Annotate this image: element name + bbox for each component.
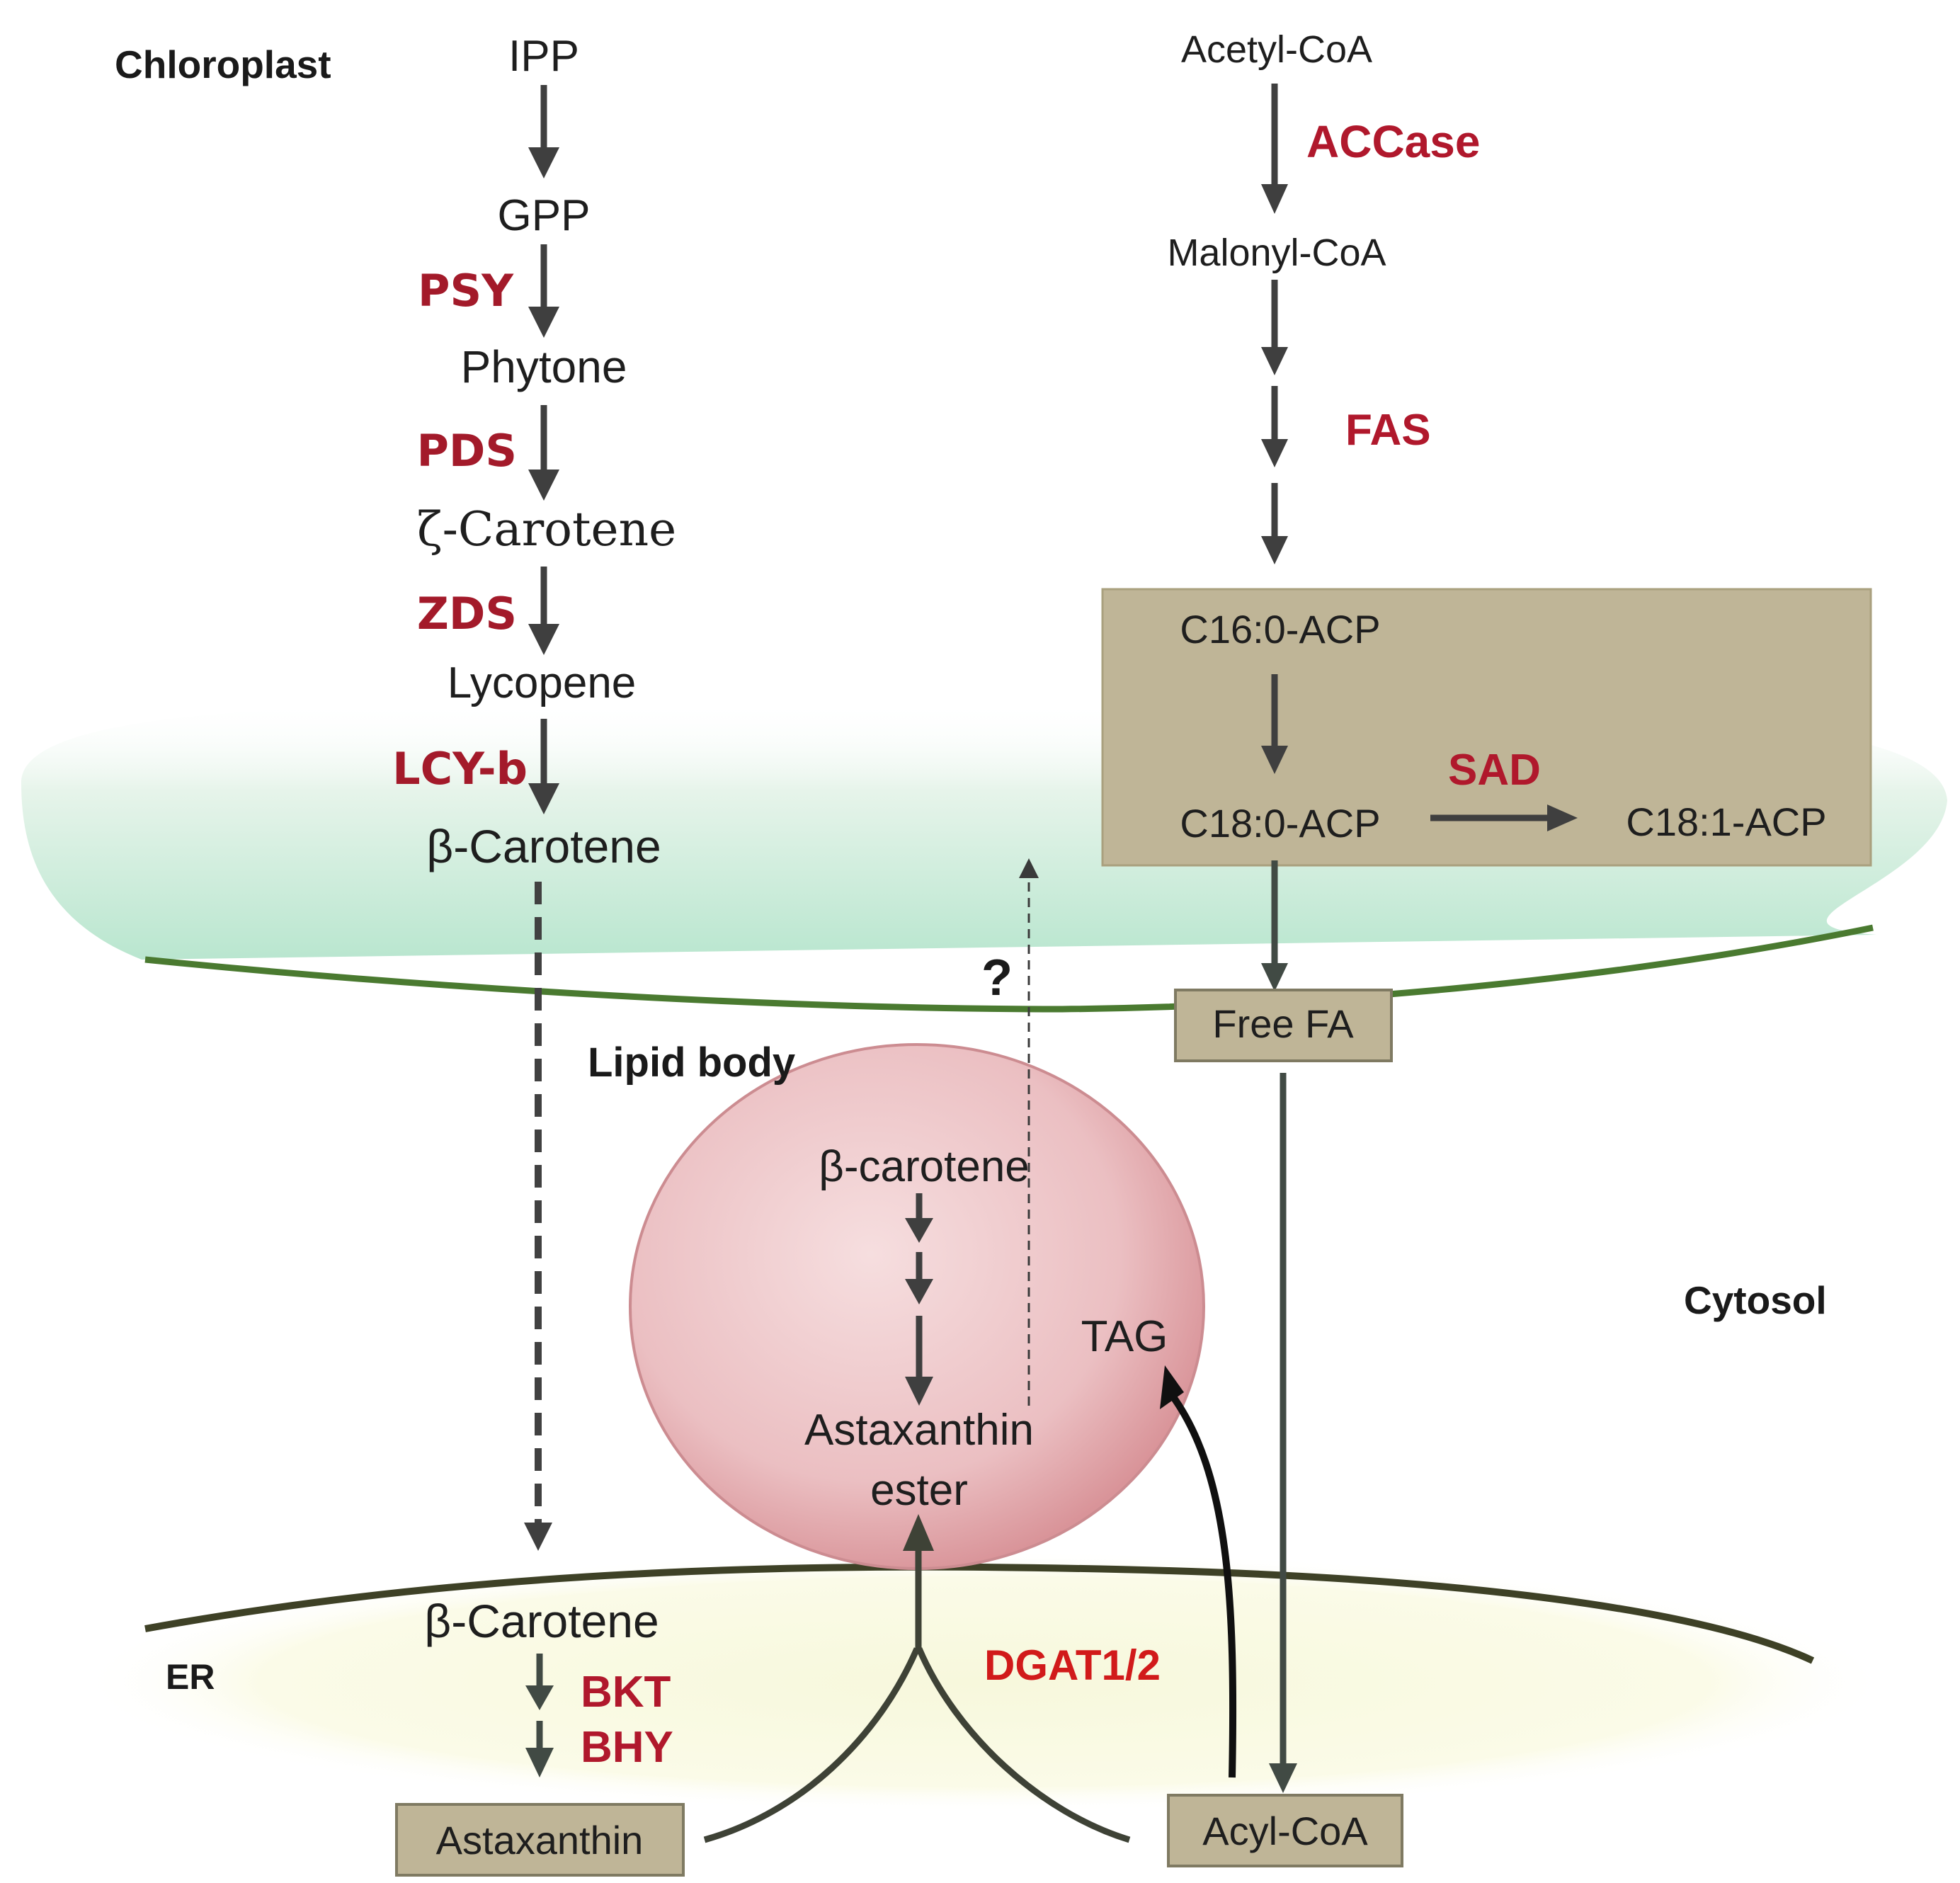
lycopene-to-beta-carotene-arrow xyxy=(528,719,559,814)
astaxanthin-label: Astaxanthin xyxy=(436,1818,644,1862)
gpp-label: GPP xyxy=(498,191,591,240)
chloroplast-membrane xyxy=(144,924,1874,1013)
bkt-enzyme-label: BKT xyxy=(581,1668,671,1717)
zeta-carotene-label: ζ-Carotene xyxy=(417,502,676,557)
unknown-transport-question-mark: ? xyxy=(981,950,1013,1006)
phytone-label: Phytone xyxy=(461,341,627,392)
bhy-enzyme-label: BHY xyxy=(581,1723,673,1772)
free-fa-to-acyl-coa-arrow xyxy=(1269,1073,1297,1793)
ipp-label: IPP xyxy=(508,32,579,81)
er-astaxanthin-synthesis: β-Carotene BKT BHY Astaxanthin xyxy=(395,1595,685,1877)
acyl-coa-label: Acyl-CoA xyxy=(1202,1809,1368,1853)
c18-acp-label: C18:0-ACP xyxy=(1180,801,1380,846)
dgat-esterification-connector xyxy=(703,1514,1131,1843)
lipid-beta-carotene-label: β-carotene xyxy=(819,1142,1030,1191)
fas-step-1-arrow xyxy=(1261,280,1288,375)
lcy-b-enzyme-label: LCY-b xyxy=(392,743,528,795)
dgat-enzyme-label: DGAT1/2 xyxy=(984,1642,1161,1689)
beta-carotene-export-dashed-arrow xyxy=(524,882,552,1551)
er-label: ER xyxy=(166,1657,215,1697)
acetyl-coa-to-malonyl-coa-arrow xyxy=(1261,84,1288,214)
sad-enzyme-label: SAD xyxy=(1448,746,1541,795)
lipid-step-3-arrow xyxy=(905,1316,933,1406)
fas-step-3-arrow xyxy=(1261,483,1288,564)
free-fa-label: Free FA xyxy=(1212,1001,1354,1046)
c18-to-c18-1-arrow xyxy=(1430,804,1578,831)
unknown-transport-dashed-arrow xyxy=(1019,858,1039,1406)
astaxanthin-ester-line2-label: ester xyxy=(870,1466,968,1515)
astaxanthin-ester-line1-label: Astaxanthin xyxy=(804,1406,1034,1455)
accase-enzyme-label: ACCase xyxy=(1306,116,1480,167)
ipp-to-gpp-arrow xyxy=(528,85,559,178)
er-lumen-region xyxy=(78,1551,1891,1813)
phytone-to-zeta-carotene-arrow xyxy=(528,405,559,501)
lipid-body-contents: β-carotene Astaxanthin ester TAG xyxy=(804,1142,1168,1515)
lipid-step-2-arrow xyxy=(905,1252,933,1304)
zds-enzyme-label: ZDS xyxy=(417,588,517,639)
bhy-to-astaxanthin-arrow xyxy=(525,1721,554,1777)
carotenoid-pathway: IPP GPP Phytone ζ-Carotene Lycopene β-Ca… xyxy=(392,32,676,1551)
lycopene-label: Lycopene xyxy=(448,659,637,707)
beta-carotene-er-label: β-Carotene xyxy=(424,1595,659,1647)
free-fa-box xyxy=(1174,989,1393,1062)
pds-enzyme-label: PDS xyxy=(416,425,517,477)
er-membrane xyxy=(144,1563,1815,1664)
beta-carotene-chloroplast-label: β-Carotene xyxy=(426,820,661,872)
tag-label: TAG xyxy=(1081,1312,1168,1361)
fas-step-2-arrow xyxy=(1261,386,1288,467)
c18-1-acp-label: C18:1-ACP xyxy=(1626,800,1826,844)
psy-enzyme-label: PSY xyxy=(418,265,514,317)
beta-carotene-to-bkt-arrow xyxy=(525,1654,554,1710)
c16-acp-label: C16:0-ACP xyxy=(1180,607,1380,652)
fatty-acid-pathway: Acetyl-CoA ACCase Malonyl-CoA FAS C16:0-… xyxy=(1167,28,1827,1867)
c16-to-c18-arrow xyxy=(1261,674,1288,774)
acetyl-coa-label: Acetyl-CoA xyxy=(1181,28,1372,71)
gpp-to-phytone-arrow xyxy=(528,244,559,338)
lipid-body-label: Lipid body xyxy=(588,1040,795,1086)
zeta-carotene-to-lycopene-arrow xyxy=(528,567,559,655)
cytosol-label: Cytosol xyxy=(1684,1278,1827,1322)
malonyl-coa-label: Malonyl-CoA xyxy=(1167,232,1386,274)
chloroplast-label: Chloroplast xyxy=(115,42,331,86)
lipid-step-1-arrow xyxy=(905,1193,933,1243)
acyl-coa-to-tag-arrow xyxy=(1160,1365,1237,1778)
acyl-coa-box xyxy=(1167,1794,1403,1867)
c18-acp-to-free-fa-arrow xyxy=(1261,860,1288,991)
fas-enzyme-label: FAS xyxy=(1345,406,1431,455)
astaxanthin-box xyxy=(395,1803,685,1877)
